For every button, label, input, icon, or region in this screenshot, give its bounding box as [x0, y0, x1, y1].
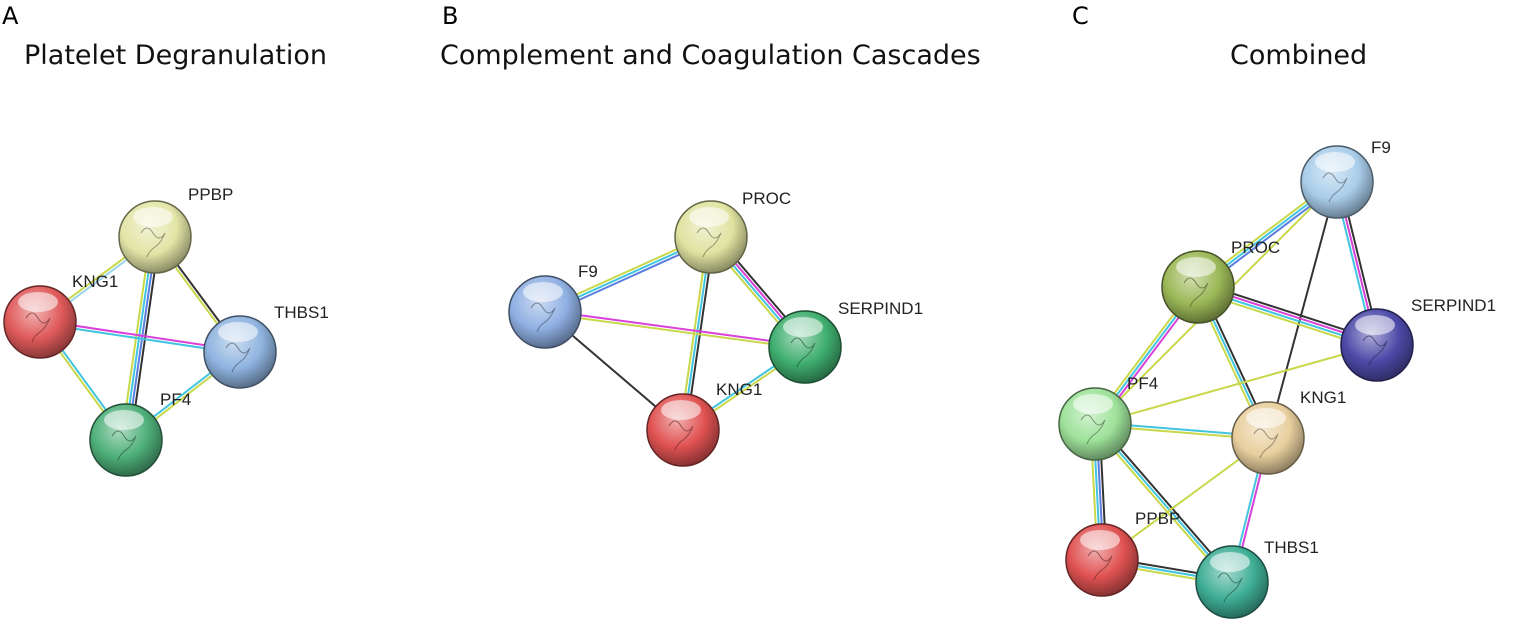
protein-structure-icon [1253, 428, 1279, 459]
node-label: PF4 [1127, 374, 1158, 393]
protein-structure-icon [1080, 414, 1106, 445]
node-kng1[interactable]: KNG1 [3, 272, 118, 359]
node-pf4[interactable]: PF4 [89, 390, 191, 477]
node-gloss [689, 207, 729, 227]
node-label: KNG1 [716, 380, 762, 399]
protein-structure-icon [1217, 572, 1243, 603]
node-serpind1[interactable]: SERPIND1 [768, 299, 923, 384]
edge-f9-kng1-line-0 [1267, 181, 1338, 439]
node-label: F9 [1371, 138, 1391, 157]
panel-b-title: Complement and Coagulation Cascades [440, 40, 981, 71]
node-label: THBS1 [1264, 538, 1319, 557]
protein-structure-icon [25, 312, 51, 343]
node-kng1[interactable]: KNG1 [1231, 388, 1346, 475]
node-label: PF4 [160, 390, 191, 409]
node-gloss [133, 207, 173, 227]
node-label: SERPIND1 [1411, 296, 1496, 315]
node-thbs1[interactable]: THBS1 [1195, 538, 1319, 619]
protein-structure-icon [1087, 550, 1113, 581]
node-gloss [523, 282, 563, 302]
node-label: PPBP [188, 185, 233, 204]
node-gloss [783, 317, 823, 337]
node-f9[interactable]: F9 [508, 262, 598, 349]
node-label: PROC [742, 189, 791, 208]
node-label: SERPIND1 [838, 299, 923, 318]
protein-structure-icon [111, 430, 137, 461]
node-proc[interactable]: PROC [1161, 238, 1280, 324]
node-gloss [1176, 257, 1216, 277]
node-gloss [1210, 552, 1250, 572]
protein-structure-icon [1183, 277, 1209, 308]
protein-structure-icon [790, 337, 816, 368]
node-label: PROC [1231, 238, 1280, 257]
edge-pf4-serpind1-line-0 [1094, 344, 1378, 425]
node-ppbp[interactable]: PPBP [118, 185, 233, 274]
protein-structure-icon [140, 227, 166, 258]
protein-structure-icon [668, 420, 694, 451]
node-gloss [18, 292, 58, 312]
panel-c-letter: C [1072, 2, 1089, 30]
node-label: KNG1 [72, 272, 118, 291]
node-proc[interactable]: PROC [674, 189, 791, 274]
node-label: THBS1 [274, 303, 329, 322]
node-pf4[interactable]: PF4 [1058, 374, 1158, 461]
edge-f9-serpind1-line-0 [545, 309, 806, 347]
protein-structure-icon [225, 342, 251, 373]
node-kng1[interactable]: KNG1 [646, 380, 762, 467]
panel-a-title: Platelet Degranulation [24, 40, 327, 71]
node-serpind1[interactable]: SERPIND1 [1340, 296, 1496, 382]
protein-structure-icon [1322, 172, 1348, 203]
node-gloss [661, 400, 701, 420]
node-thbs1[interactable]: THBS1 [203, 303, 329, 389]
node-label: KNG1 [1300, 388, 1346, 407]
node-gloss [1355, 315, 1395, 335]
protein-structure-icon [696, 227, 722, 258]
edge-f9-serpind1-line-1 [544, 312, 805, 350]
node-gloss [1080, 530, 1120, 550]
nodes-layer: PPBPKNG1THBS1PF4PROCF9SERPIND1KNG1F9PROC… [3, 138, 1496, 619]
protein-structure-icon [530, 302, 556, 333]
node-label: PPBP [1135, 509, 1180, 528]
node-gloss [1315, 152, 1355, 172]
panel-b-letter: B [442, 2, 459, 30]
node-gloss [218, 322, 258, 342]
node-gloss [1073, 394, 1113, 414]
panel-c-title: Combined [1230, 40, 1368, 71]
node-f9[interactable]: F9 [1300, 138, 1391, 219]
protein-structure-icon [1362, 335, 1388, 366]
node-ppbp[interactable]: PPBP [1065, 509, 1180, 597]
node-gloss [104, 410, 144, 430]
panel-a-letter: A [2, 2, 19, 30]
node-label: F9 [578, 262, 598, 281]
node-gloss [1246, 408, 1286, 428]
